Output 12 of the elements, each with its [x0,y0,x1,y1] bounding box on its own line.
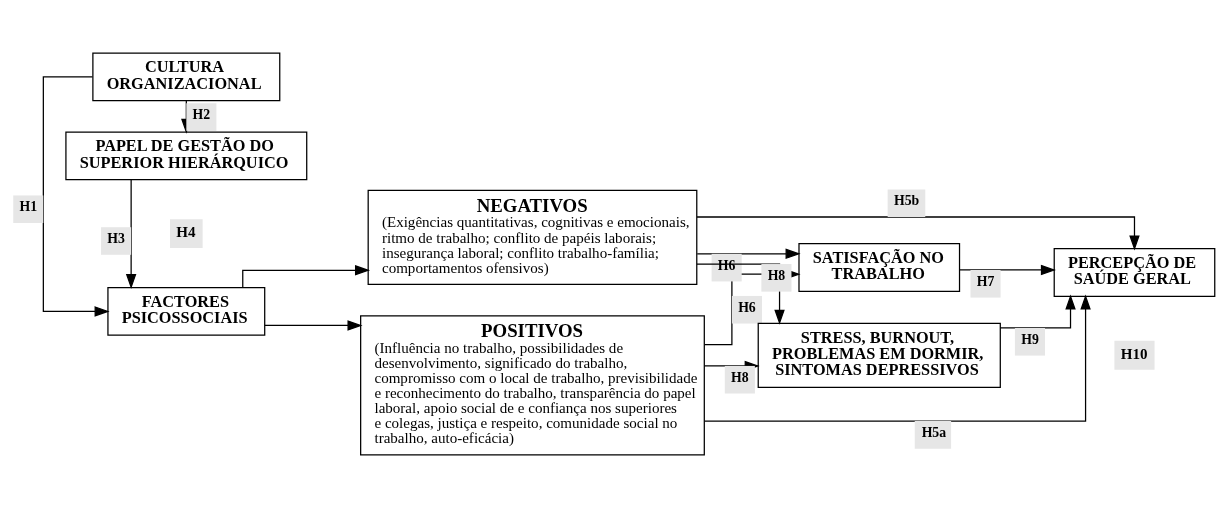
label: H4 [176,223,196,240]
edge-label: H9 [1021,332,1039,348]
edge-label: H5b [893,193,920,209]
edge-label: H5a [921,425,947,441]
label: H10 [1120,345,1148,362]
edge-label: H1 [19,199,38,215]
edge-label: H3 [107,231,125,247]
edge-label: H6 [738,300,756,316]
edge-label: H7 [976,274,995,290]
edge-label: H8 [731,369,749,385]
edge-label: H2 [192,107,211,123]
edge-label: H8 [767,268,786,284]
